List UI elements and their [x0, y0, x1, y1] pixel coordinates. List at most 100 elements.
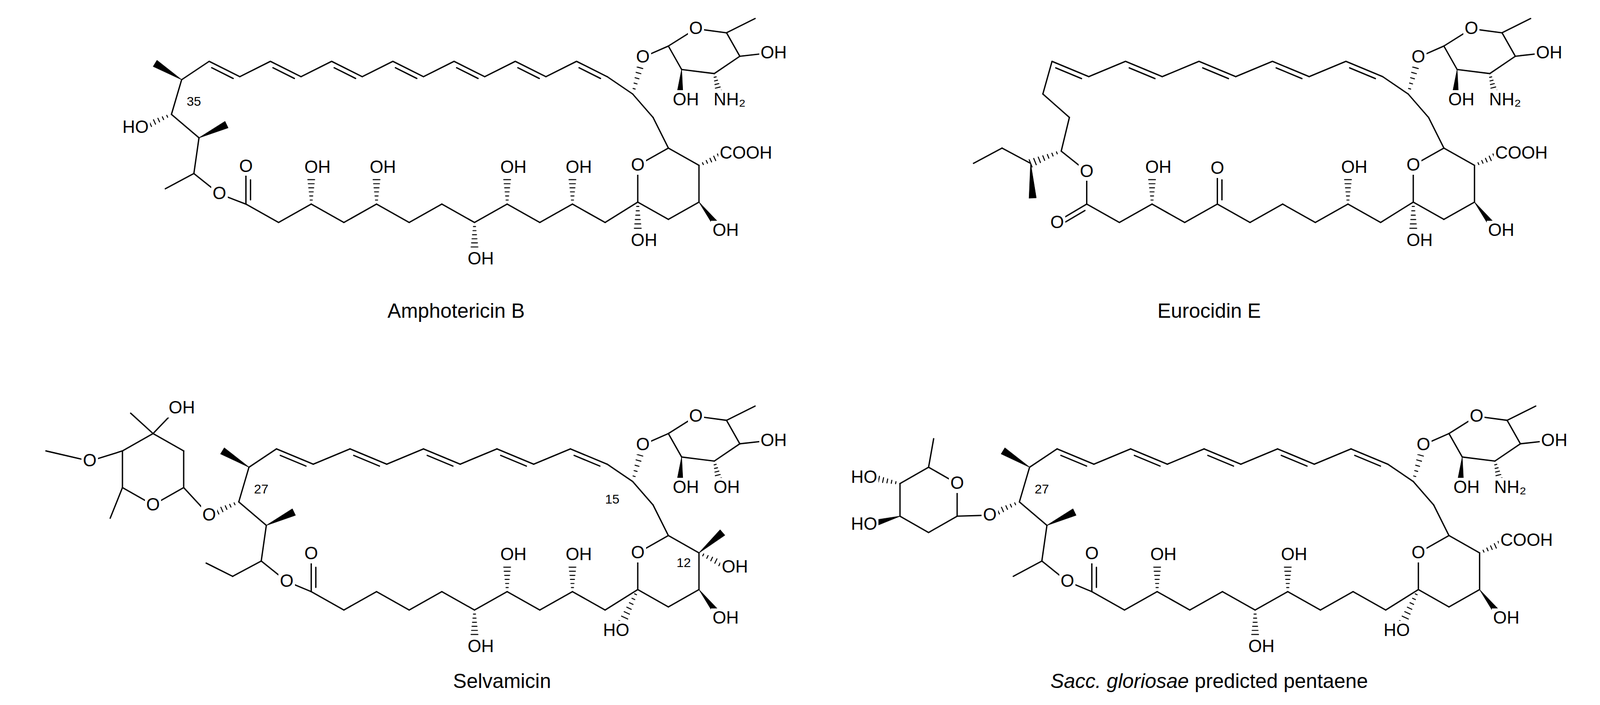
single-bond [726, 32, 740, 57]
single-bond [668, 46, 682, 70]
atom-label: OH [759, 43, 789, 63]
atom-label: O [634, 47, 652, 67]
atom-label: NH₂ [1492, 478, 1528, 498]
single-bond [606, 464, 633, 482]
single-bond [973, 148, 1002, 164]
single-bond [1347, 204, 1381, 223]
compound-name: Selvamicin [453, 670, 552, 693]
single-bond [245, 204, 279, 223]
double-bond [496, 449, 534, 467]
single-bond [409, 591, 442, 611]
single-bond [1457, 69, 1491, 74]
single-bond [539, 591, 573, 611]
double-bond [245, 175, 251, 205]
locant-number: 12 [675, 556, 692, 571]
hashed-bond [1283, 563, 1292, 588]
wedge-bond [1028, 163, 1036, 199]
atom-label: NH₂ [712, 90, 748, 110]
single-bond [1309, 61, 1346, 77]
double-bond [209, 61, 241, 79]
single-bond [632, 481, 653, 506]
atom-label: OH [759, 431, 789, 451]
single-bond [238, 467, 249, 503]
single-bond [376, 204, 410, 223]
double-bond [276, 449, 314, 467]
hashed-bond [470, 226, 479, 252]
single-bond [386, 449, 424, 465]
atom-label: OH [466, 637, 496, 657]
atom-label: OH [1491, 608, 1521, 629]
single-bond [533, 449, 571, 465]
single-bond [1282, 204, 1316, 223]
atom-label: OH [1247, 637, 1277, 657]
atom-label: O [1209, 158, 1226, 179]
double-bond [392, 61, 424, 79]
atom-label: OH [1404, 231, 1434, 251]
single-bond [1086, 204, 1120, 223]
single-bond [206, 563, 233, 577]
single-bond [681, 69, 715, 74]
single-bond [1162, 61, 1200, 77]
single-bond [1013, 561, 1042, 577]
atom-label: O [201, 505, 218, 526]
atom-label: OH [671, 478, 701, 498]
hashed-bond [503, 563, 512, 588]
single-bond [900, 516, 929, 533]
atom-label: OH [1539, 431, 1569, 451]
single-bond [1061, 117, 1070, 151]
single-bond [474, 204, 508, 223]
single-bond [714, 444, 740, 462]
wedge-bond [698, 530, 725, 554]
wedge-bond [220, 448, 249, 468]
wedge-bond [1001, 448, 1030, 468]
compound-name: Amphotericin B [387, 300, 525, 323]
single-bond [1320, 591, 1353, 611]
single-bond [278, 204, 312, 223]
single-bond [668, 589, 699, 608]
single-bond [441, 204, 475, 223]
atom-label: OH [710, 608, 740, 629]
single-bond [1042, 93, 1070, 118]
single-bond [409, 204, 442, 223]
single-bond [605, 202, 638, 223]
double-bond [1199, 61, 1237, 79]
atom-label: O [629, 155, 647, 175]
atom-label: O [1404, 155, 1422, 175]
atom-label: OH [1339, 157, 1369, 178]
double-bond [515, 61, 547, 79]
single-bond [714, 56, 740, 74]
atom-label: OH [564, 157, 594, 178]
wedge-bond [1046, 509, 1076, 526]
hashed-bond [1029, 151, 1058, 168]
single-bond [311, 591, 344, 611]
single-bond [632, 93, 653, 118]
single-bond [1019, 467, 1030, 503]
single-bond [1002, 148, 1031, 164]
hashed-bond [1251, 614, 1260, 639]
single-bond [165, 173, 194, 189]
single-bond [1240, 449, 1278, 465]
atom-label: O [211, 184, 228, 204]
hashed-bond [1148, 175, 1156, 201]
single-bond [1473, 165, 1476, 203]
single-bond [668, 536, 699, 554]
atom-label: O [1415, 435, 1433, 455]
single-bond [1287, 591, 1321, 611]
single-bond [1152, 204, 1185, 223]
single-bond [1041, 525, 1047, 562]
atom-label: O [1083, 544, 1101, 564]
single-bond [362, 61, 393, 77]
single-bond [652, 117, 669, 149]
compound-name: Sacc. gloriosae [1050, 670, 1190, 693]
atom-label: COOH [718, 143, 774, 163]
double-bond [1125, 61, 1163, 79]
single-bond [261, 525, 267, 562]
atom-label: OH [1486, 220, 1516, 241]
single-bond [1444, 46, 1458, 70]
double-bond [1130, 449, 1168, 467]
single-bond [928, 438, 934, 468]
hashed-bond [372, 175, 381, 201]
hashed-bond [503, 175, 512, 201]
